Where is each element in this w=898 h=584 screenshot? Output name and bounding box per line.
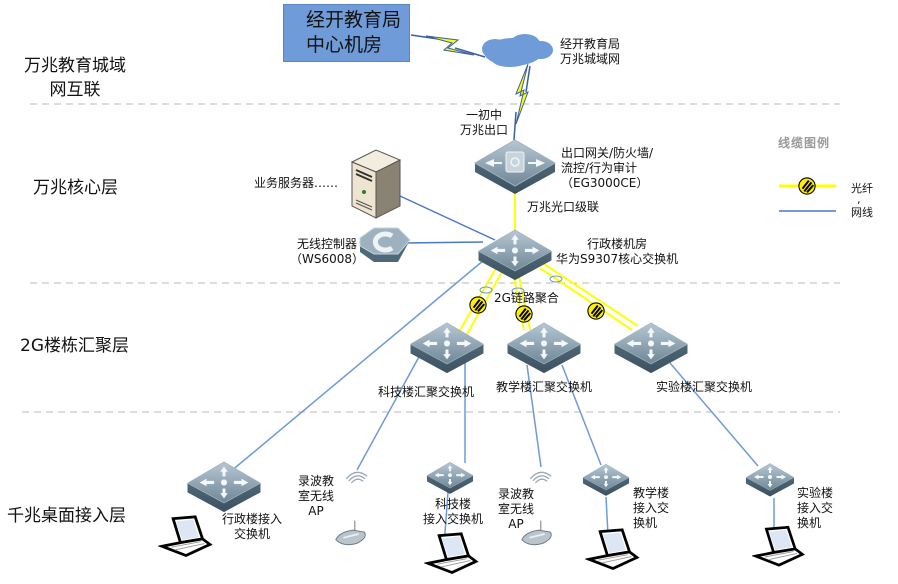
gateway-label: 出口网关/防火墙/ 流控/行为审计 （EG3000CE） [561, 146, 654, 190]
aggregation-ellipse [479, 286, 493, 294]
teach-access-switch-label: 教学楼 接入交 换机 [633, 486, 670, 530]
layer-title-metro: 万兆教育城域 网互联 [24, 56, 126, 100]
admin-access-switch-icon [187, 461, 261, 513]
link-cloud-bolt [525, 65, 531, 93]
link-bolt-gateway [513, 111, 517, 141]
lab-access-switch-icon [745, 463, 795, 497]
admin-access-switch-label: 行政楼接入 交换机 [222, 512, 283, 541]
link-core-lab-agg-b [543, 263, 639, 327]
fiber-badge-icon [587, 302, 605, 320]
link-lab-agg-access [669, 362, 759, 467]
laptop-icon [587, 528, 639, 570]
fiber-badge-icon [515, 305, 533, 323]
core-switch-label: 行政楼机房 华为S9307核心交换机 [556, 237, 679, 266]
teach-access-switch-icon [582, 463, 630, 497]
handheld-device-icon [334, 519, 367, 546]
teach-aggregation-switch-icon [507, 322, 581, 374]
ap-label: 录波教 室无线 AP [498, 487, 535, 531]
laptop-icon [426, 532, 478, 574]
legend-separator: , [857, 193, 861, 206]
tech-aggregation-switch-icon [410, 322, 484, 374]
tech-access-switch-label: 科技楼 接入交换机 [423, 497, 484, 526]
layer-title-core: 万兆核心层 [33, 178, 118, 198]
lab-aggregation-switch-label: 实验楼汇聚交换机 [656, 380, 753, 394]
metro-cloud-label: 经开教育局 万兆城域网 [560, 37, 621, 66]
link-tech-agg-ap [356, 354, 421, 471]
legend-ethernet-label: 网线 [851, 206, 873, 219]
link-wlc-core [403, 241, 484, 244]
fiber-badge-icon [469, 296, 487, 314]
link-bolt-cloud [454, 47, 486, 58]
metro-network-cloud-icon [482, 34, 553, 67]
wireless-ap-icon [529, 471, 552, 484]
uplink-label: 一初中 万兆出口 [460, 108, 509, 137]
ap-label: 录波教 室无线 AP [298, 474, 335, 518]
server-label: 业务服务器…… [254, 176, 339, 190]
link-aggregation-label: 2G链路聚合 [494, 291, 559, 305]
legend-fiber-label: 光纤 [851, 182, 873, 195]
server-icon [350, 149, 402, 219]
link-core-lab-agg-a [539, 267, 633, 331]
lab-aggregation-switch-icon [614, 322, 688, 374]
layer-title-aggregation: 2G楼栋汇聚层 [20, 336, 129, 356]
aggregation-ellipse [549, 275, 563, 283]
wireless-controller-label: 无线控制器 （WS6008） [290, 237, 365, 266]
link-server-core [399, 195, 496, 241]
education-bureau-datacenter-box: 经开教育局 中心机房 [283, 4, 410, 62]
lab-access-switch-label: 实验楼 接入交 换机 [797, 486, 834, 530]
link-teach-agg-ap [526, 364, 542, 468]
laptop-icon [754, 525, 804, 567]
aggregation-ellipse [511, 287, 525, 295]
link-teach-access-laptop [605, 496, 609, 536]
wan-lightning-icon [425, 35, 475, 56]
legend-title: 线缆图例 [778, 136, 831, 150]
layer-title-access: 千兆桌面接入层 [7, 506, 126, 526]
tech-access-switch-icon [426, 461, 474, 495]
wireless-controller-icon [359, 227, 411, 262]
legend-fiber-badge-icon [798, 177, 816, 195]
uplink-lightning-icon [515, 63, 529, 125]
aggregation-markers [479, 275, 563, 295]
teach-aggregation-switch-label: 教学楼汇聚交换机 [496, 380, 593, 394]
legend [779, 177, 836, 212]
cascade-label: 万兆光口级联 [527, 200, 600, 214]
link-teach-agg-access [561, 364, 602, 466]
tech-aggregation-switch-label: 科技楼汇聚交换机 [378, 385, 475, 399]
link-core-admin-access [223, 259, 485, 478]
laptop-icon [160, 515, 212, 557]
wireless-ap-icon [345, 471, 368, 484]
layer-dividers [22, 103, 840, 413]
gateway-firewall-icon [473, 139, 557, 194]
